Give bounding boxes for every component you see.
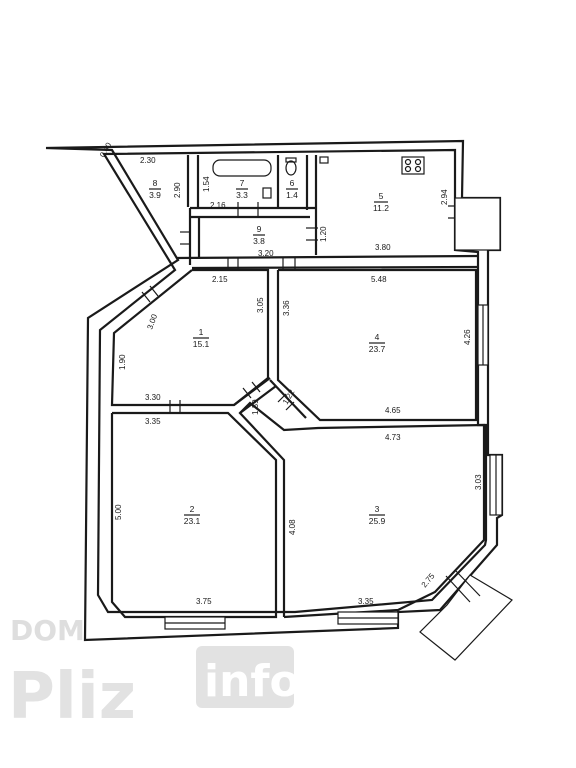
room-5-area: 11.2 <box>373 203 389 213</box>
balcony-room-5 <box>454 197 501 251</box>
dim-label: 5.48 <box>371 275 387 284</box>
room-3-area: 25.9 <box>369 516 386 526</box>
dim-label: 4.26 <box>463 329 472 345</box>
room-1-area: 15.1 <box>193 339 210 349</box>
dim-label: 1.39 <box>251 399 260 415</box>
fixtures <box>212 156 425 199</box>
bathtub-icon <box>212 159 272 177</box>
dim-label: 3.80 <box>375 243 391 252</box>
dim-label: 4.65 <box>385 406 401 415</box>
watermark-dom: DOM <box>10 614 85 647</box>
room-2-area: 23.1 <box>184 516 201 526</box>
dim-label: 3.36 <box>282 300 291 316</box>
dim-label: 3.05 <box>256 297 265 313</box>
dim-label: 2.94 <box>440 189 449 205</box>
dim-label: 5.00 <box>114 504 123 520</box>
dim-label: 1.20 <box>319 226 328 242</box>
dim-label: 2.15 <box>212 275 228 284</box>
dim-label: 3.35 <box>145 417 161 426</box>
dim-label: 3.75 <box>196 597 212 606</box>
dim-label: 3.03 <box>474 474 483 490</box>
outer-wall-inner-line <box>96 148 488 614</box>
room-7-number: 7 <box>240 178 245 188</box>
room-6-area: 1.4 <box>286 190 298 200</box>
hall-wall-b <box>239 385 277 414</box>
watermark-pliz: Pliz <box>8 660 136 734</box>
dim-label: 2.90 <box>173 182 182 198</box>
room-1-number: 1 <box>199 327 204 337</box>
kitchen-sink-icon <box>319 156 329 164</box>
dim-label: 3.30 <box>145 393 161 402</box>
room-4-area: 23.7 <box>369 344 386 354</box>
room-1-wall <box>110 268 270 407</box>
sink-icon <box>262 187 272 199</box>
room-3-wall <box>238 401 486 619</box>
dim-label: 2.30 <box>140 156 156 165</box>
outer-walls <box>45 139 504 642</box>
dim-label: 4.73 <box>385 433 401 442</box>
dim-label: 4.08 <box>288 519 297 535</box>
wall-top-band <box>175 254 479 260</box>
dim-label: 1.54 <box>202 176 211 192</box>
dim-label: 3.00 <box>145 312 159 330</box>
room-4-wall <box>276 268 478 422</box>
wall-top-band-inner <box>191 265 479 270</box>
windows <box>164 197 513 661</box>
dimension-labels: 0.40 2.30 2.90 1.54 2.16 2.94 3.80 1.20 … <box>98 141 483 606</box>
toilet-tank-icon <box>285 157 297 163</box>
room-7-area: 3.3 <box>236 190 248 200</box>
dim-label: 3.35 <box>358 597 374 606</box>
watermark: DOM Pliz info <box>8 614 300 734</box>
room-4-number: 4 <box>375 332 380 342</box>
room-labels: 8 3.9 7 3.3 6 1.4 5 11.2 9 3.8 1 15.1 4 … <box>149 178 389 526</box>
room-9-number: 9 <box>257 224 262 234</box>
hall-wall-a <box>233 377 271 406</box>
dim-label: 2.75 <box>420 571 437 589</box>
watermark-info-box <box>196 646 294 708</box>
room-2-number: 2 <box>190 504 195 514</box>
room-6-number: 6 <box>290 178 295 188</box>
room-2-wall <box>110 411 278 619</box>
balcony-room-3 <box>419 574 513 661</box>
partitions <box>110 155 486 619</box>
stove-icon <box>401 156 425 175</box>
hall-wall-c <box>269 379 307 419</box>
outer-wall-outer-line <box>45 139 504 642</box>
room-5-number: 5 <box>379 191 384 201</box>
dim-label: 3.20 <box>258 249 274 258</box>
room-3-number: 3 <box>375 504 380 514</box>
toilet-icon <box>285 160 297 176</box>
dim-label: 2.16 <box>210 201 226 210</box>
dim-label: 1.90 <box>118 354 127 370</box>
room-8-area: 3.9 <box>149 190 161 200</box>
doors <box>141 202 470 413</box>
room-8-number: 8 <box>153 178 158 188</box>
room-9-area: 3.8 <box>253 236 265 246</box>
watermark-info: info <box>204 656 300 707</box>
